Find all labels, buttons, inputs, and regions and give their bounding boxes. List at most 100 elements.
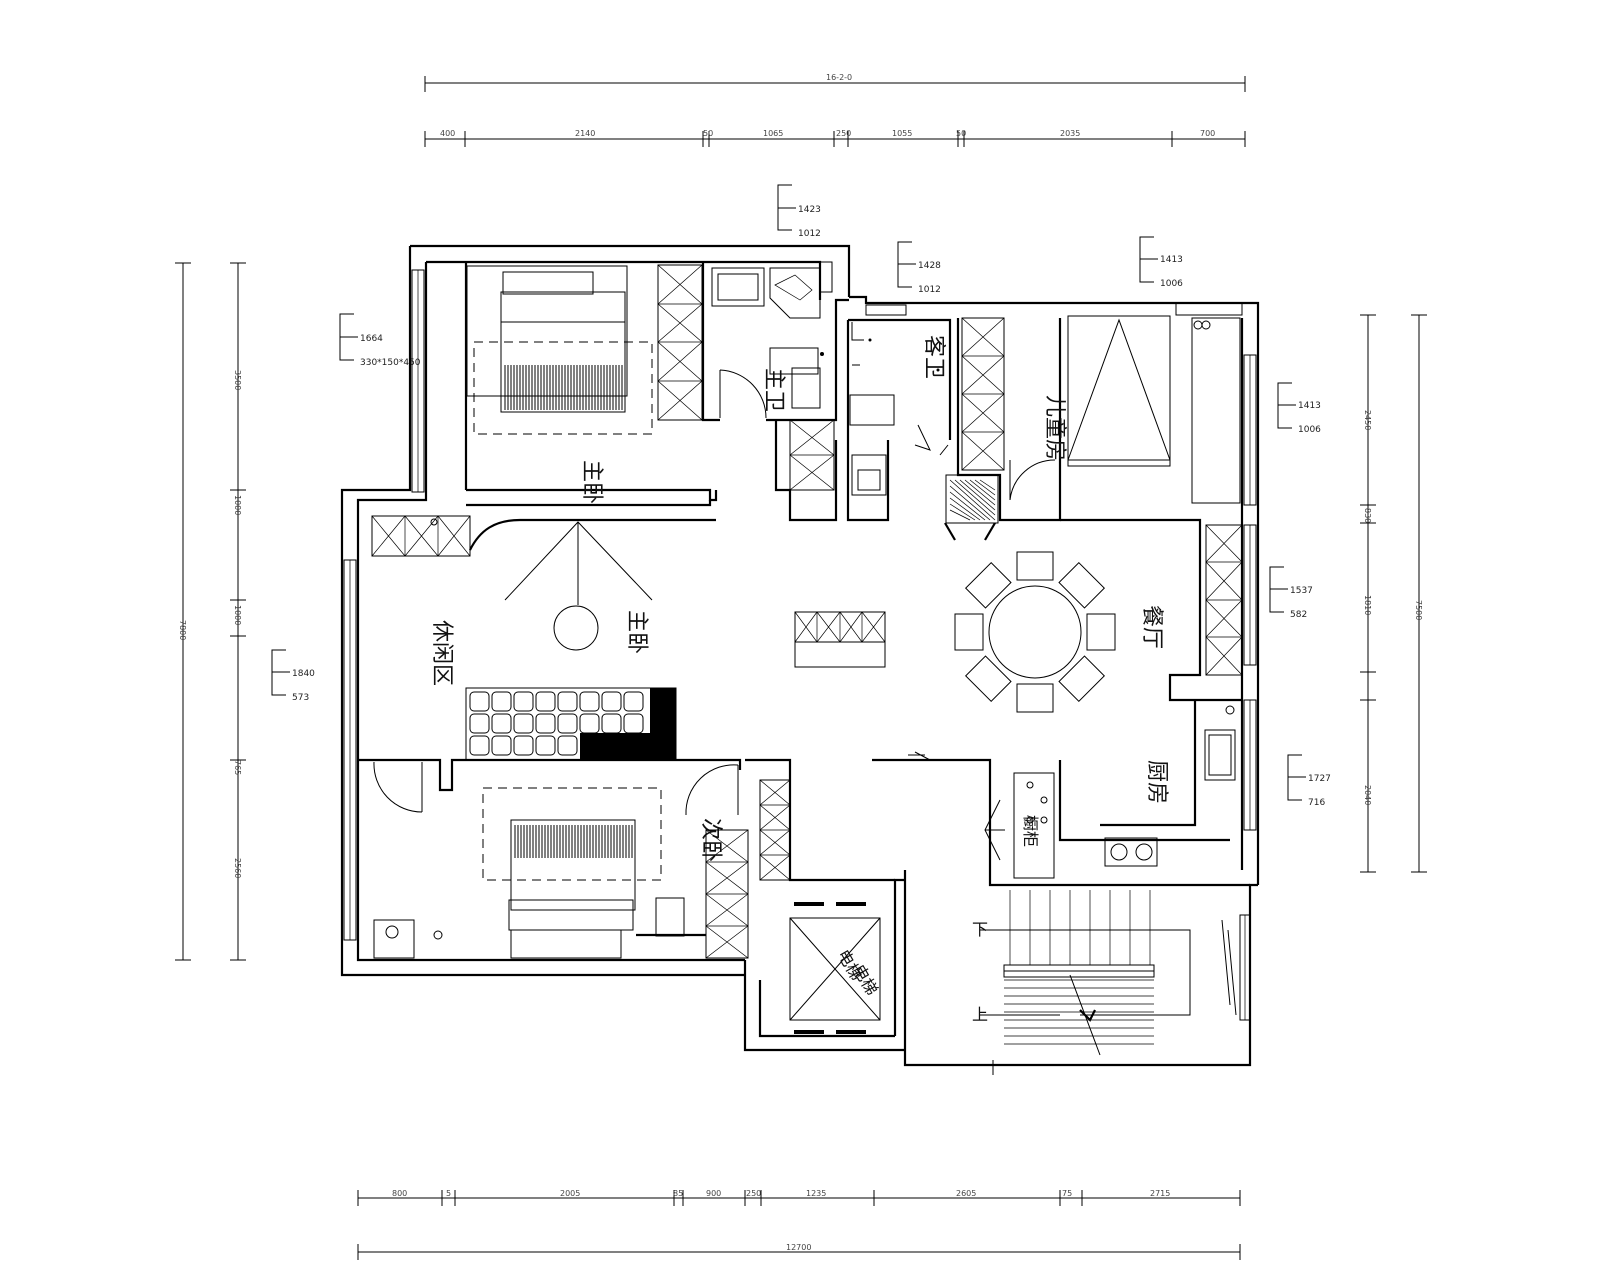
dining-chair xyxy=(1058,655,1106,703)
room-leisure: 休闲区 xyxy=(429,620,454,686)
window-tag-7-a: 1840 xyxy=(292,669,315,679)
misc-marks xyxy=(908,751,994,1075)
top-seg-6: 1055 xyxy=(892,129,912,138)
window-tag-1-a: 1423 xyxy=(798,205,821,215)
right-inner-2: 830 xyxy=(1363,508,1372,523)
window-tags: 1423 1012 1428 1012 1413 1006 1664 330*1… xyxy=(271,184,1331,808)
left-inner-1: 3500 xyxy=(233,370,242,390)
right-dimension-lines: 7500 2450 830 1810 2040 xyxy=(1360,314,1427,873)
tall-cabinet-bath xyxy=(789,419,835,491)
stair-down-label: 下 xyxy=(972,920,988,939)
stair-up-label: 上 xyxy=(972,1005,988,1024)
sofa-cushion xyxy=(579,713,600,734)
right-inner-1: 2450 xyxy=(1363,410,1372,430)
windows xyxy=(343,261,1257,1021)
sofa-cushion xyxy=(557,713,578,734)
sofa-cushion xyxy=(491,691,512,712)
top-seg-2: 2140 xyxy=(575,129,595,138)
sofa-cushion xyxy=(469,713,490,734)
window-tag-6: 1537 582 xyxy=(1269,566,1313,620)
nightstand xyxy=(655,897,685,937)
left-inner-3: 1000 xyxy=(233,605,242,625)
bath-sink xyxy=(711,267,765,307)
sofa-cushion xyxy=(623,713,644,734)
kitchen-tall-unit xyxy=(1013,772,1055,879)
bottom-seg-3: 2005 xyxy=(560,1189,580,1198)
window-tag-8-a: 1727 xyxy=(1308,774,1331,784)
room-kitchen: 厨房 xyxy=(1144,760,1169,804)
bottom-seg-2: 5 xyxy=(446,1189,451,1198)
kids-room: 儿童房 xyxy=(944,315,1241,541)
kitchen-fixtures: 橱柜 xyxy=(984,705,1236,879)
dining-chair xyxy=(1016,683,1054,713)
top-dimension-lines: 16-2-0 400 2140 50 1065 250 1055 50 2035… xyxy=(424,73,1246,147)
second-bedroom xyxy=(373,761,739,959)
master-bath-fixtures: 主卫 xyxy=(711,267,824,419)
top-seg-8: 2035 xyxy=(1060,129,1080,138)
sofa-cushion xyxy=(491,735,512,756)
room-master-north: 主卧 xyxy=(579,460,604,504)
window-tag-2-b: 1012 xyxy=(918,285,941,295)
sofa-cushion xyxy=(535,735,556,756)
sofa-cushion xyxy=(557,691,578,712)
left-outer-dim: 7800 xyxy=(178,620,187,640)
cooktop xyxy=(1104,837,1158,867)
top-total-dim: 16-2-0 xyxy=(826,73,852,82)
master-toilet xyxy=(769,347,819,375)
kitchen-sink xyxy=(1204,729,1236,781)
window-tag-1-b: 1012 xyxy=(798,229,821,239)
sofa-cushion xyxy=(601,713,622,734)
kids-bed xyxy=(1067,315,1171,467)
window-tag-5: 1413 1006 xyxy=(1277,382,1321,435)
window-tag-2-a: 1428 xyxy=(918,261,941,271)
window-bath-north xyxy=(819,261,833,293)
sofa xyxy=(465,687,677,761)
left-inner-4: 765 xyxy=(233,760,242,775)
right-inner-3: 1810 xyxy=(1363,595,1372,615)
dining-chair xyxy=(1058,561,1106,609)
window-tag-3-b: 1006 xyxy=(1160,279,1183,289)
sofa-cushion xyxy=(513,713,534,734)
bottom-seg-5: 900 xyxy=(706,1189,721,1198)
bottom-seg-9: 75 xyxy=(1062,1189,1072,1198)
dining-chair xyxy=(964,655,1012,703)
interior-walls xyxy=(358,260,1250,887)
elevator: 电梯 电梯 xyxy=(789,902,882,1034)
cabinet-label: 橱柜 xyxy=(1021,815,1040,847)
dining-cabinet xyxy=(1205,524,1243,676)
window-tag-8: 1727 716 xyxy=(1287,754,1331,808)
top-seg-4: 1065 xyxy=(763,129,783,138)
sofa-cushion xyxy=(601,691,622,712)
sofa-cushion xyxy=(557,735,578,756)
bottom-seg-1: 800 xyxy=(392,1189,407,1198)
guest-bath-fixtures: 客卫 xyxy=(849,322,949,496)
room-guest-bath: 客卫 xyxy=(921,335,946,379)
window-tag-4-a: 1664 xyxy=(360,334,383,344)
window-tag-5-a: 1413 xyxy=(1298,401,1321,411)
tv-cabinet xyxy=(794,611,886,668)
window-tag-4-b: 330*150*450 xyxy=(360,358,421,368)
window-tag-6-a: 1537 xyxy=(1290,586,1313,596)
washer xyxy=(373,919,415,959)
top-seg-7: 50 xyxy=(956,129,966,138)
staircase: 下 上 xyxy=(972,890,1237,1056)
top-seg-9: 700 xyxy=(1200,129,1215,138)
left-dimension-lines: 7800 3500 1000 1000 765 2560 xyxy=(175,262,246,961)
top-seg-1: 400 xyxy=(440,129,455,138)
bottom-total-dim: 12700 xyxy=(786,1243,811,1252)
wardrobe-master xyxy=(657,264,703,421)
exterior-walls xyxy=(340,244,1260,1067)
sofa-cushion xyxy=(469,735,490,756)
right-inner-4: 2040 xyxy=(1363,785,1372,805)
window-tag-4: 1664 330*150*450 xyxy=(339,313,421,368)
bottom-seg-6: 250 xyxy=(746,1189,761,1198)
room-kids: 儿童房 xyxy=(1042,395,1067,461)
sofa-cushion xyxy=(623,691,644,712)
window-tag-3-a: 1413 xyxy=(1160,255,1183,265)
window-tag-5-b: 1006 xyxy=(1298,425,1321,435)
sofa-cushion xyxy=(513,691,534,712)
dining-table xyxy=(954,551,1116,713)
ceiling-lamp xyxy=(504,521,653,651)
bottom-seg-7: 1235 xyxy=(806,1189,826,1198)
